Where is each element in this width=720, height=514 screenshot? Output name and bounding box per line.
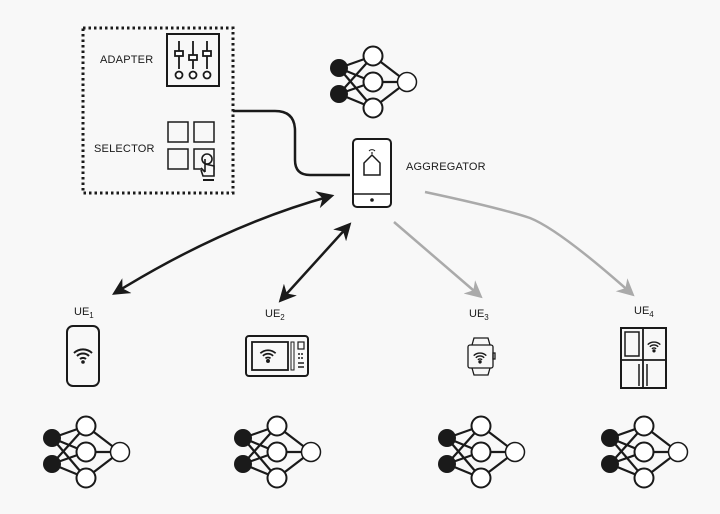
ue-index: 4: [649, 310, 654, 320]
ue-name: UE: [469, 308, 485, 320]
microwave-icon: [245, 335, 309, 377]
aggregator-ue3-arrow: [393, 221, 483, 299]
smartwatch-icon: [467, 337, 496, 376]
ue-index: 3: [484, 313, 489, 323]
phone-wifi-icon: [66, 325, 100, 387]
ue3-label: UE3: [469, 308, 489, 322]
ue-name: UE: [265, 308, 281, 320]
ue-index: 1: [89, 311, 94, 321]
adapter-sliders-icon: [166, 33, 220, 87]
aggregator-label: AGGREGATOR: [406, 161, 486, 173]
ue4-label: UE4: [634, 305, 654, 319]
aggregator-ue4-arrow: [424, 190, 635, 297]
ue3-neural-network-icon: [436, 415, 526, 489]
refrigerator-icon: [620, 327, 667, 389]
ue1-neural-network-icon: [41, 415, 131, 489]
ue2-label: UE2: [265, 308, 285, 322]
ue2-neural-network-icon: [232, 415, 322, 489]
ue1-label: UE1: [74, 306, 94, 320]
aggregator-neural-network-icon: [328, 45, 418, 119]
selector-label: SELECTOR: [94, 143, 155, 155]
adapter-label: ADAPTER: [100, 54, 154, 66]
box-aggregator-connector: [233, 109, 350, 177]
ue1-aggregator-arrow: [112, 191, 335, 295]
ue-name: UE: [634, 305, 650, 317]
selector-grid-icon: [167, 121, 215, 181]
ue-name: UE: [74, 306, 90, 318]
ue4-neural-network-icon: [599, 415, 689, 489]
ue2-aggregator-arrow: [278, 222, 352, 303]
ue-index: 2: [280, 313, 285, 323]
aggregator-phone-home-icon: [352, 138, 392, 208]
tap-hand-icon: [200, 153, 215, 181]
